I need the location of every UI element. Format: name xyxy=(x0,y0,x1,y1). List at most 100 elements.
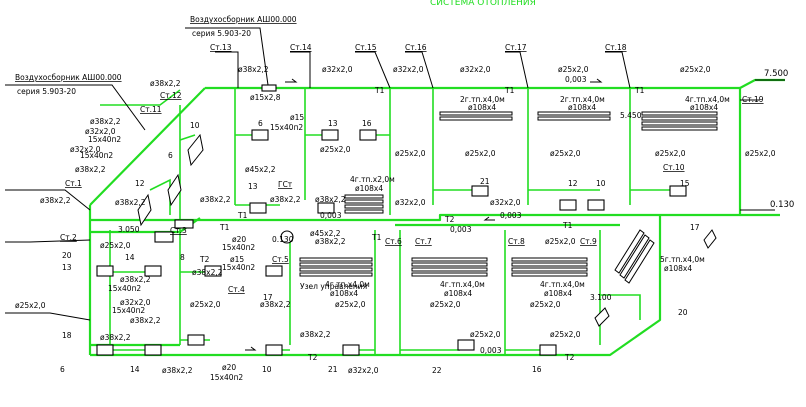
radiator-ct7 xyxy=(411,257,488,277)
riser-16: Ст.16 xyxy=(405,43,427,52)
radiator-ct8 xyxy=(511,257,588,277)
pipe-label: ø15х2,8 xyxy=(250,93,281,102)
device-number: 12 xyxy=(135,179,145,188)
pipe-label: ø25х2,0 xyxy=(550,330,581,339)
device-box xyxy=(249,202,267,214)
pipe-label: ø38х2,2 xyxy=(315,237,346,246)
radiator-ct18 xyxy=(641,111,718,131)
riser-14: Ст.14 xyxy=(290,43,312,52)
pipe-label: ø38х2,2 xyxy=(75,165,106,174)
pipe-label: ø38х2,2 xyxy=(300,330,331,339)
radiator-label: ø108х4 xyxy=(664,264,692,273)
riser-7: Ст.7 xyxy=(415,237,432,246)
device-number: 22 xyxy=(432,366,442,375)
radiator-node xyxy=(299,257,373,277)
radiator-label: 4г.тп.х4,0м xyxy=(440,280,485,289)
riser-11: Ст.11 xyxy=(140,105,162,114)
device-box xyxy=(321,129,339,141)
radiator-ct16 xyxy=(439,111,513,121)
pipe-label: ø25х2,0 xyxy=(680,65,711,74)
air-collector-2-series: серия 5.903-20 xyxy=(192,29,251,38)
pipe-mark: 15х40п2 xyxy=(112,306,145,315)
device-box xyxy=(187,334,205,346)
device-number: 21 xyxy=(328,365,338,374)
pipe-label: ø38х2,2 xyxy=(130,316,161,325)
riser-5: Ст.5 xyxy=(272,255,289,264)
pipe-label: ø15 xyxy=(230,255,244,264)
pipe-label: ø20 xyxy=(232,235,246,244)
device-number: 13 xyxy=(62,263,72,272)
radiators xyxy=(299,111,718,284)
pipe-label: ø38х2,2 xyxy=(150,79,181,88)
level-lower-right: 3.100 xyxy=(590,293,612,302)
pipe-label: ø25х2,0 xyxy=(15,301,46,310)
radiator-label: ø108х4 xyxy=(544,289,572,298)
pipe-label: ø25х2,0 xyxy=(465,149,496,158)
device-number: 8 xyxy=(180,253,185,262)
valve-marks xyxy=(137,133,717,327)
device-box xyxy=(144,265,162,277)
pipe-label: ø25х2,0 xyxy=(550,149,581,158)
pipe-label: ø32х2,0 xyxy=(348,366,379,375)
device-box xyxy=(359,129,377,141)
pipe-mark: 15х40п2 xyxy=(222,243,255,252)
line-t1: Т1 xyxy=(371,233,382,242)
node-label: Узел управления xyxy=(300,282,367,291)
device-box xyxy=(204,265,222,277)
pipe-label: ø38х2,2 xyxy=(192,268,223,277)
radiator-label: 2г.тп.х4,0м xyxy=(460,95,505,104)
pipe-label: ø25х2,0 xyxy=(430,300,461,309)
level-right: 0.130 xyxy=(770,200,794,210)
pipe-label: ø38х2,2 xyxy=(115,198,146,207)
pipe-label: ø25х2,0 xyxy=(395,149,426,158)
radiator-label: ø108х4 xyxy=(330,289,358,298)
line-t1: Т1 xyxy=(634,86,645,95)
scheme-title: СИСТЕМА ОТОПЛЕНИЯ xyxy=(430,0,536,8)
radiator-label: 2г.тп.х4,0м xyxy=(560,95,605,104)
riser-9: Ст.9 xyxy=(580,237,597,246)
pipe-label: ø25х2,0 xyxy=(530,300,561,309)
device-box xyxy=(471,185,489,197)
riser-6: Ст.6 xyxy=(385,237,402,246)
radiator-ct9 xyxy=(614,229,655,284)
device-box xyxy=(265,265,283,277)
pipe-mark: 15х40п2 xyxy=(210,373,243,382)
radiator-ct15 xyxy=(344,194,384,214)
riser-main: ГСт xyxy=(278,180,293,189)
riser-13: Ст.13 xyxy=(210,43,232,52)
pipe-label: ø25х2,0 xyxy=(655,149,686,158)
slope-label: 0,003 xyxy=(480,346,502,355)
riser-18: Ст.18 xyxy=(605,43,627,52)
pipe-label: ø38х2,2 xyxy=(238,65,269,74)
device-box xyxy=(251,129,269,141)
flow-arrows xyxy=(245,78,603,351)
device-number: 15 xyxy=(680,179,690,188)
device-number: 20 xyxy=(62,251,72,260)
device-box xyxy=(559,199,577,211)
radiator-label: 5г.тп.х4,0м xyxy=(660,255,705,264)
slope-label: 0,003 xyxy=(450,225,472,234)
pipe-label: ø25х2,0 xyxy=(320,145,351,154)
pipe-label: ø38х2,2 xyxy=(40,196,71,205)
level-top: 7.500 xyxy=(764,69,788,79)
pipe-label: ø45х2,2 xyxy=(245,165,276,174)
radiator-label: ø108х4 xyxy=(568,103,596,112)
device-box xyxy=(539,344,557,356)
device-box xyxy=(669,185,687,197)
level-mid: 0.130 xyxy=(272,235,294,244)
pipe-mark: 15х40п2 xyxy=(80,151,113,160)
line-t2: Т2 xyxy=(199,255,210,264)
pipe-label: ø32х2,0 xyxy=(490,198,521,207)
pipe-label: ø38х2,2 xyxy=(90,117,121,126)
pipe-label: ø25х2,0 xyxy=(745,149,776,158)
labels: Воздухосборник АШ00.000 серия 5.903-20 В… xyxy=(15,15,794,382)
air-collector-box xyxy=(174,219,194,229)
device-number: 17 xyxy=(263,293,273,302)
riser-3: Ст.3 xyxy=(170,226,187,235)
pipe-mark: 15х40п2 xyxy=(222,263,255,272)
radiator-label: ø108х4 xyxy=(468,103,496,112)
pipe-label: ø32х2,0 xyxy=(85,127,116,136)
pipe-label: ø15 xyxy=(290,113,304,122)
pipe-label: ø32х2,0 xyxy=(322,65,353,74)
line-t2: Т2 xyxy=(307,353,318,362)
